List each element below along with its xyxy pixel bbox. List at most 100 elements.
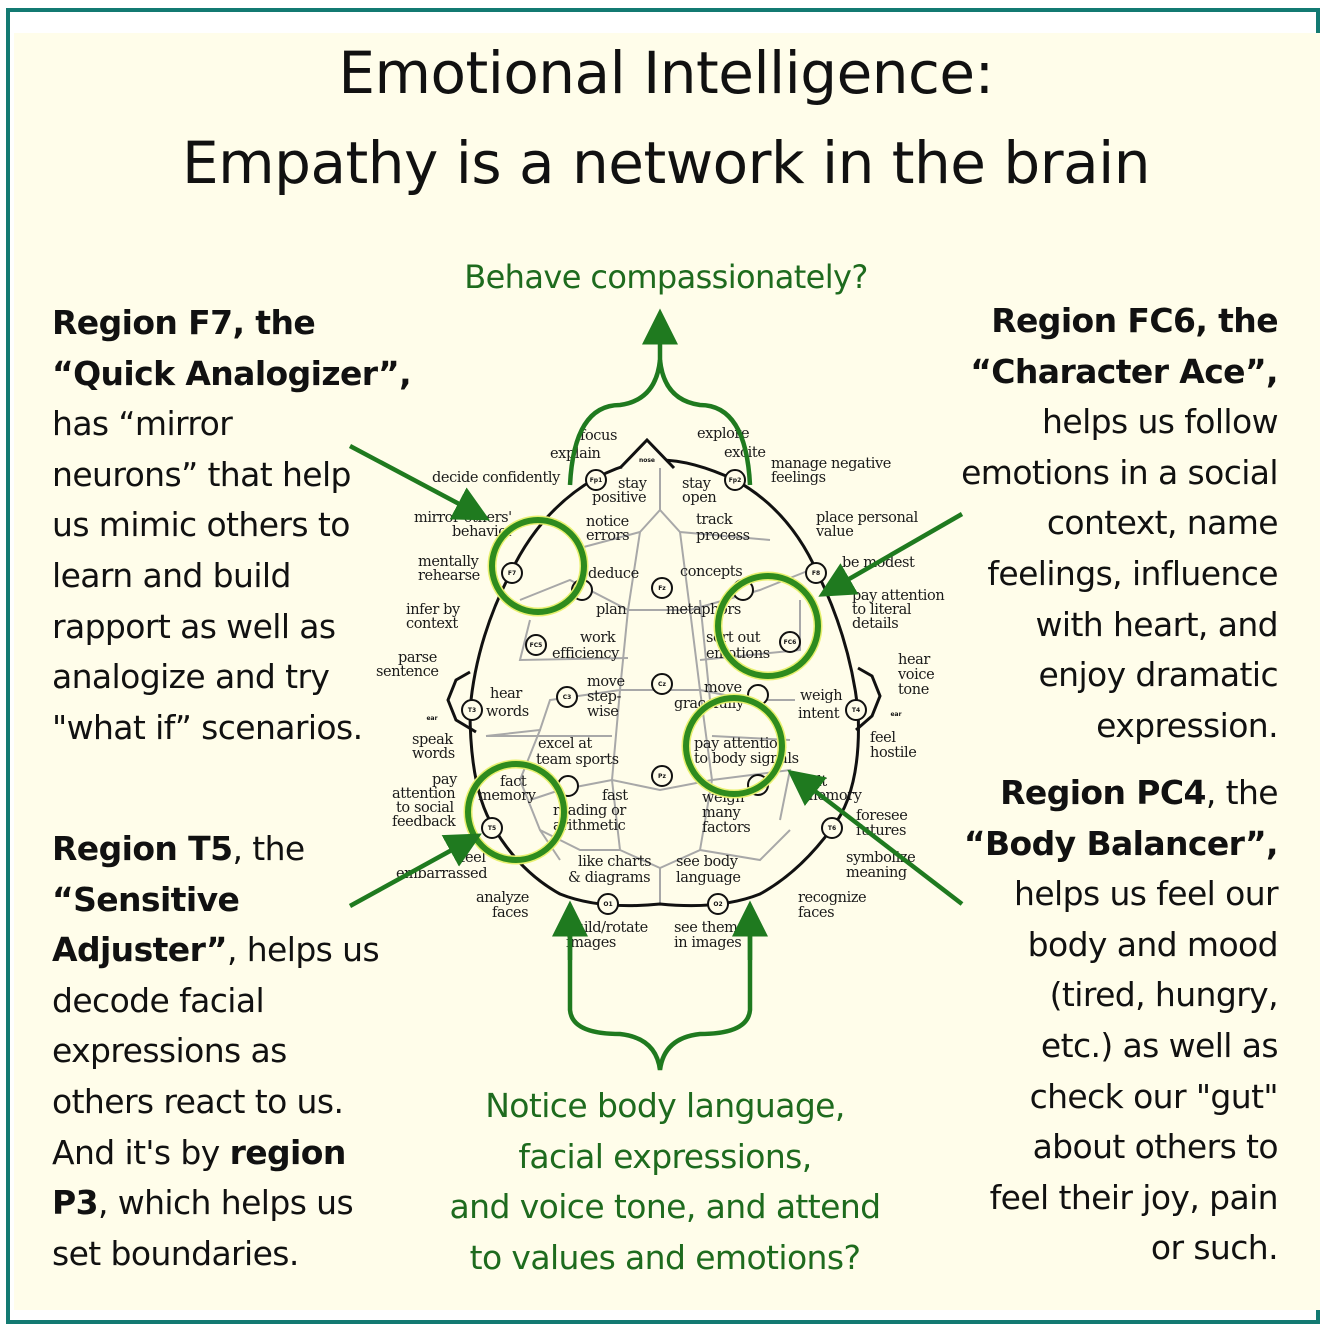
label: & diagrams: [568, 870, 650, 886]
text-line: about others to: [1032, 1127, 1279, 1167]
label: meaning: [846, 865, 907, 881]
title-line-1: Emotional Intelligence:: [338, 39, 994, 107]
text-fragment: , which helps us: [97, 1183, 354, 1223]
node-label: T5: [488, 825, 496, 832]
text-line: rapport as well as: [52, 606, 336, 646]
label: feel: [870, 730, 896, 746]
nose-label: nose: [639, 457, 655, 464]
text-line: helps us follow: [1042, 402, 1279, 442]
label: arithmetic: [553, 818, 626, 834]
label: process: [696, 528, 750, 544]
label: errors: [586, 528, 629, 544]
node-t4: [845, 699, 867, 721]
node-fz: [651, 577, 673, 599]
label: sentence: [376, 664, 439, 680]
region-fc6-description: Region FC6, the “Character Ace”, helps u…: [961, 296, 1279, 751]
region-boundaries: [485, 462, 811, 904]
arrow-to-pc4: [787, 769, 964, 906]
node-label: C3: [563, 694, 572, 701]
label: stay: [682, 476, 712, 492]
node-t5: [481, 817, 503, 839]
region-t5-nickname-2: Adjuster”: [52, 930, 228, 970]
label: foresee: [856, 808, 907, 824]
head-outline: [446, 437, 882, 908]
text-line: (tired, hungry,: [1049, 975, 1279, 1015]
node-label: T3: [468, 707, 476, 714]
label: focus: [580, 428, 617, 444]
label: intent: [798, 706, 840, 722]
node-label: F8: [812, 570, 820, 577]
text-line: neurons” that help: [52, 454, 352, 494]
region-f7-description: Region F7, the “Quick Analogizer”, has “…: [52, 298, 412, 753]
label: step-: [587, 689, 622, 705]
region-fc6-the: , the: [1195, 301, 1278, 340]
node-cz: [651, 673, 673, 695]
label: work: [580, 630, 616, 646]
node-o2: [707, 893, 729, 915]
node-fp1: [585, 469, 607, 491]
highlight-circle-f7: [487, 515, 589, 617]
label: pay attention: [694, 736, 786, 752]
region-p3-label: region: [229, 1132, 347, 1172]
region-t5-label: Region T5: [52, 829, 233, 868]
label: details: [852, 616, 898, 632]
node-label: Cz: [658, 681, 666, 688]
region-pc4-the: , the: [1205, 773, 1279, 812]
text-line: feelings, influence: [987, 553, 1278, 593]
node-t3: [461, 699, 483, 721]
label: efficiency: [552, 646, 620, 662]
node-label: T6: [828, 825, 836, 832]
pointer-arrows: [348, 444, 964, 908]
label: emotions: [706, 646, 770, 662]
label: analyze: [476, 890, 529, 906]
text-line: context, name: [1046, 503, 1279, 543]
node-label: Pz: [658, 773, 666, 780]
caption-line: Notice body language,: [485, 1086, 845, 1125]
highlight-circle-t5: [463, 759, 569, 865]
label: tone: [898, 682, 929, 698]
label: words: [486, 704, 529, 720]
top-brace-arrow: [567, 308, 753, 486]
text-line: expressions as: [52, 1031, 287, 1071]
text-line: etc.) as well as: [1040, 1025, 1279, 1065]
region-t5-the: , the: [232, 829, 305, 868]
label: deduce: [588, 566, 639, 582]
label: metaphors: [666, 602, 741, 618]
region-f7-nickname: “Quick Analogizer”,: [52, 353, 412, 393]
label: factors: [702, 820, 750, 836]
region-f7-label: Region F7: [52, 303, 233, 342]
text-line: with heart, and: [1035, 604, 1278, 644]
content-panel: [14, 33, 1320, 1310]
label: words: [412, 746, 455, 762]
region-t5-nickname-1: “Sensitive: [52, 879, 240, 919]
node-label: FC5: [530, 642, 543, 649]
text-line: learn and build: [52, 555, 291, 595]
region-t5-description: Region T5, the “Sensitive Adjuster”, hel…: [52, 824, 380, 1279]
label: in images: [674, 935, 741, 951]
region-p3-name: P3: [52, 1183, 99, 1223]
label: reading or: [553, 803, 626, 819]
label: like charts: [578, 854, 651, 870]
label: stay: [618, 476, 648, 492]
label: to body signals: [694, 751, 799, 767]
highlight-circle-fc6: [713, 571, 823, 681]
label: excel at: [538, 736, 593, 752]
label: parse: [398, 650, 437, 666]
label: wise: [587, 704, 618, 720]
label: place personal: [816, 510, 919, 526]
top-caption: Behave compassionately?: [464, 258, 868, 296]
label: many: [702, 805, 742, 821]
label: fast: [602, 788, 628, 804]
label: speak: [412, 732, 453, 748]
node-c3: [556, 686, 578, 708]
label: team sports: [536, 752, 619, 768]
label: to literal: [852, 602, 912, 618]
label: recognize: [798, 890, 866, 906]
node-fp2: [724, 469, 746, 491]
caption-line: facial expressions,: [518, 1136, 812, 1176]
text-line: set boundaries.: [52, 1233, 299, 1273]
label: plan: [596, 602, 626, 618]
label: see themes: [674, 920, 753, 936]
bottom-caption: Notice body language, facial expressions…: [410, 1081, 920, 1283]
label: voice: [897, 667, 934, 683]
